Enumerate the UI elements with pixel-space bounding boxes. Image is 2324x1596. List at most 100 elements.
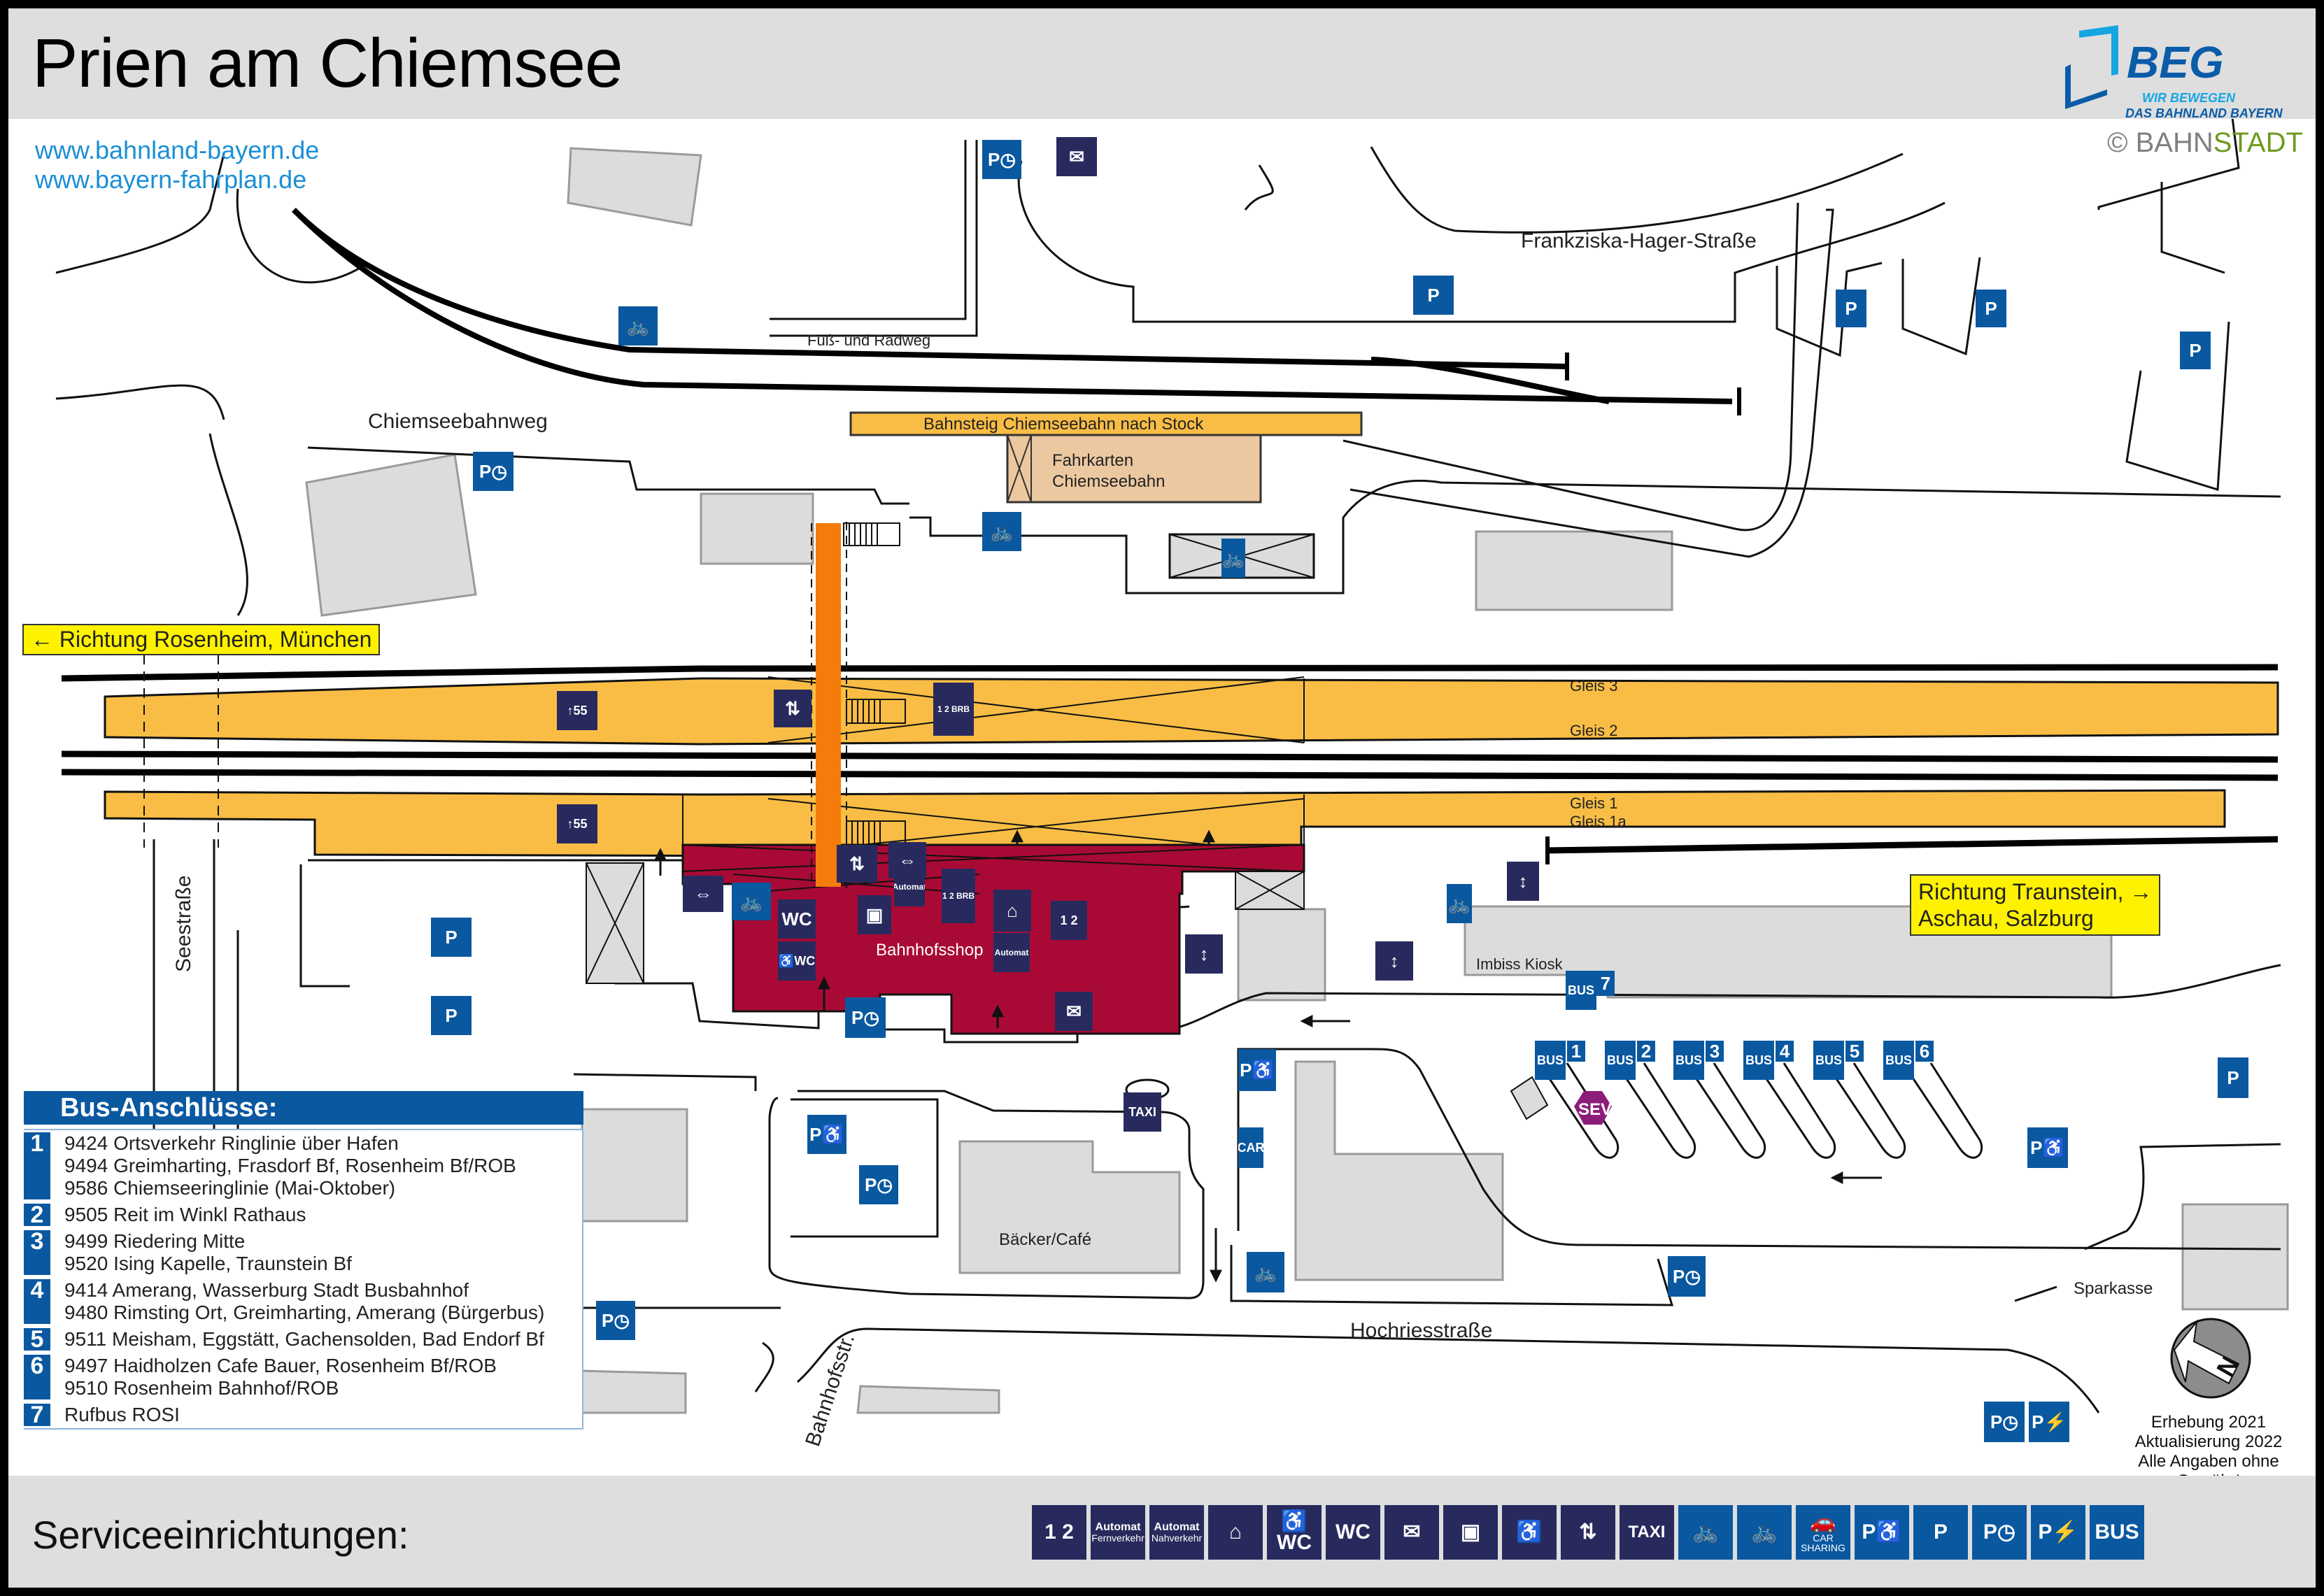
mailbox-icon[interactable]: ✉ — [1055, 992, 1093, 1031]
bus-bay-number[interactable]: 5 — [1845, 1041, 1864, 1062]
baecker-building — [958, 1140, 1181, 1274]
bus-line: 9497 Haidholzen Cafe Bauer, Rosenheim Bf… — [64, 1355, 497, 1376]
bus-line: 9586 Chiemseeringlinie (Mai-Oktober) — [64, 1177, 396, 1199]
survey-info: Erhebung 2021 Aktualisierung 2022 Alle A… — [2134, 1413, 2283, 1490]
waiting-room-icon: ⌂ — [1208, 1505, 1263, 1560]
bus-stop-bay-icon[interactable]: BUS — [1673, 1041, 1704, 1080]
bus-stop-bay-icon[interactable]: BUS — [1605, 1041, 1636, 1080]
short-term-parking-icon[interactable]: P◷ — [859, 1165, 898, 1204]
covered-bike-parking-icon[interactable]: 🚲 — [732, 883, 771, 920]
bus-line: 9494 Greimharting, Frasdorf Bf, Rosenhei… — [64, 1155, 516, 1176]
website-links: www.bahnland-bayern.de www.bayern-fahrpl… — [35, 136, 319, 194]
taxi-icon: TAXI — [1620, 1505, 1674, 1560]
accessible-parking-icon[interactable]: P♿ — [1238, 1049, 1276, 1091]
building-south-left — [581, 1369, 687, 1414]
street-fuss-radweg: Fuß- und Radweg — [807, 332, 930, 349]
parking-icon[interactable]: P — [2218, 1057, 2248, 1098]
bus-line: 9480 Rimsting Ort, Greimharting, Amerang… — [64, 1302, 545, 1323]
bus-stop-bay-icon[interactable]: BUS — [1883, 1041, 1914, 1080]
underpass-direction-icon[interactable]: ⇔ — [683, 876, 723, 912]
bus-bay-number[interactable]: 1 — [1567, 1041, 1585, 1062]
bus-line: 9510 Rosenheim Bahnhof/ROB — [64, 1377, 339, 1399]
parking-icon[interactable]: P — [1413, 276, 1454, 315]
ticket-machine-1-2-icon[interactable]: 1 2 — [1051, 901, 1087, 940]
luggage-locker-icon[interactable]: ▣ — [858, 895, 891, 934]
bike-parking-icon[interactable]: 🚲 — [982, 512, 1021, 551]
parking-icon[interactable]: P — [431, 918, 472, 957]
short-term-parking-icon: P◷ — [1972, 1505, 2027, 1560]
mailbox-icon: ✉ — [1384, 1505, 1439, 1560]
wheelchair-lift-icon: ♿ — [1502, 1505, 1557, 1560]
bus-stop-bay-7-icon[interactable]: BUS — [1566, 971, 1596, 1010]
short-term-parking-icon[interactable]: P◷ — [1984, 1402, 2025, 1442]
parking-icon[interactable]: P — [2180, 332, 2211, 369]
short-term-parking-icon[interactable]: P◷ — [845, 997, 886, 1038]
header-bar: Prien am Chiemsee BEG WIR BEWEGEN DAS BA… — [8, 8, 2316, 120]
bus-line: 9414 Amerang, Wasserburg Stadt Busbahnho… — [64, 1279, 469, 1301]
accessible-parking-icon[interactable]: P♿ — [2027, 1127, 2068, 1168]
covered-bike-parking-icon: 🚲 — [1678, 1505, 1733, 1560]
car-sharing-icon[interactable]: CAR — [1238, 1127, 1263, 1168]
short-term-parking-icon[interactable]: P◷ — [473, 452, 513, 491]
elevator-icon[interactable]: ↕ — [1507, 862, 1539, 901]
ticket-machine-brb-icon[interactable]: 1 2 BRB — [942, 869, 975, 923]
elevator-icon[interactable]: ⇅ — [774, 690, 812, 727]
bus-bay-number[interactable]: 6 — [1915, 1041, 1934, 1062]
ticket-machine-fernverkehr-icon[interactable]: Automat — [894, 867, 925, 906]
platform-height-icon[interactable]: ↑55 — [557, 804, 597, 843]
platform-gleis-2-3 — [104, 677, 2279, 746]
accessible-parking-icon[interactable]: P♿ — [807, 1115, 846, 1154]
bus-stop-bay-icon[interactable]: BUS — [1813, 1041, 1844, 1080]
ticket-machine-nahverkehr-icon[interactable]: Automat — [993, 933, 1030, 972]
accessible-wc-icon[interactable]: ♿WC — [778, 941, 816, 981]
parking-icon[interactable]: P — [431, 996, 472, 1035]
copyright-bahn: BAHN — [2135, 127, 2213, 158]
accessible-parking-icon: P♿ — [1855, 1505, 1909, 1560]
bike-parking-icon[interactable]: 🚲 — [618, 306, 658, 345]
elevator-icon[interactable]: ⇅ — [837, 845, 877, 883]
bus-bay-number[interactable]: 2 — [1637, 1041, 1655, 1062]
elevator-icon[interactable]: ↕ — [1185, 934, 1223, 974]
gleis-1-label: Gleis 1 — [1570, 795, 1617, 812]
bus-bay-number: 2 — [24, 1203, 50, 1227]
bus-stop-bay-icon[interactable]: BUS — [1743, 1041, 1774, 1080]
accessible-wc-icon: ♿WC — [1267, 1505, 1322, 1560]
platform-gleis-1 — [104, 789, 2226, 859]
parking-icon[interactable]: P — [1836, 290, 1866, 327]
ev-charging-parking-icon[interactable]: P⚡ — [2029, 1402, 2069, 1442]
copyright-stadt: STADT — [2213, 127, 2303, 158]
waiting-room-icon[interactable]: ⌂ — [993, 890, 1031, 932]
beg-logo-mark-icon — [2065, 25, 2118, 109]
bus-bay-7-number[interactable]: 7 — [1596, 971, 1615, 996]
short-term-parking-icon[interactable]: P◷ — [1668, 1256, 1706, 1297]
beg-logo: BEG WIR BEWEGEN DAS BAHNLAND BAYERN — [2051, 18, 2310, 120]
copyright-symbol: © — [2107, 127, 2128, 158]
ticket-machine-brb-icon[interactable]: 1 2 BRB — [933, 683, 974, 736]
bus-bay-number: 5 — [24, 1327, 50, 1351]
elevator-icon[interactable]: ↕ — [1375, 941, 1413, 981]
bus-bay-number[interactable]: 3 — [1706, 1041, 1724, 1062]
taxi-icon[interactable]: TAXI — [1124, 1092, 1161, 1132]
short-term-parking-icon[interactable]: P◷ — [596, 1301, 635, 1340]
building-east-track — [1475, 530, 1673, 611]
link-bayern-fahrplan[interactable]: www.bayern-fahrplan.de — [35, 165, 307, 194]
bus-stop-bay-icon[interactable]: BUS — [1535, 1041, 1566, 1080]
covered-bike-parking-icon[interactable]: 🚲 — [1221, 539, 1245, 578]
platform-height-icon[interactable]: ↑55 — [557, 691, 597, 730]
bus-bay-number[interactable]: 4 — [1776, 1041, 1794, 1062]
bike-parking-icon[interactable]: 🚲 — [1447, 884, 1472, 923]
bus-line: 9520 Ising Kapelle, Traunstein Bf — [64, 1253, 352, 1274]
parking-icon[interactable]: P — [1976, 290, 2006, 327]
street-frankziska-hager: Frankziska-Hager-Straße — [1521, 229, 1757, 252]
bus-bay-number: 3 — [24, 1230, 50, 1275]
bus-line: 9511 Meisham, Eggstätt, Gachensolden, Ba… — [64, 1328, 544, 1350]
shop-label: Bahnhofsshop — [876, 941, 983, 960]
short-term-parking-icon[interactable]: P◷ — [982, 140, 1021, 179]
sev-replacement-bus-stop[interactable]: SEV — [1574, 1091, 1612, 1125]
mailbox-icon[interactable]: ✉ — [1056, 137, 1097, 176]
beg-wordmark: BEG — [2127, 37, 2224, 87]
bike-parking-icon[interactable]: 🚲 — [1247, 1252, 1284, 1292]
link-bahnland-bayern[interactable]: www.bahnland-bayern.de — [35, 136, 320, 164]
wc-icon[interactable]: WC — [778, 899, 816, 939]
